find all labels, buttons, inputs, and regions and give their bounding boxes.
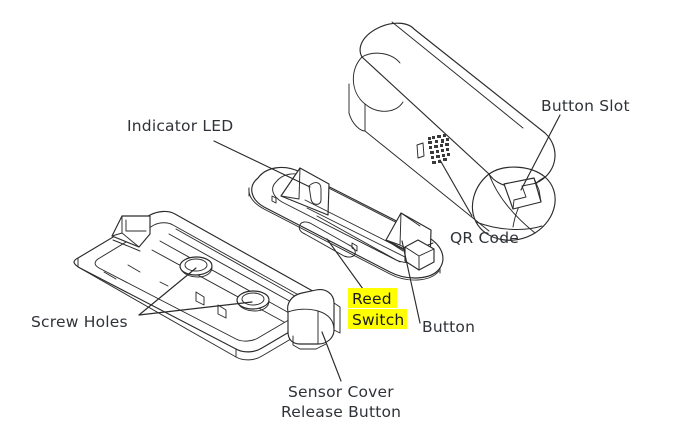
label-reed-switch-line2: Switch bbox=[352, 311, 404, 329]
leader-qr-code bbox=[439, 159, 473, 217]
qr-code-mark bbox=[428, 134, 450, 164]
reed-switch-element bbox=[298, 221, 356, 258]
leader-lines bbox=[138, 114, 561, 382]
cover-vent-mark bbox=[416, 142, 425, 159]
screw-hole-lower bbox=[236, 290, 270, 312]
label-sensor-cover-release-line1: Sensor Cover bbox=[288, 383, 394, 401]
leader-button bbox=[401, 240, 421, 324]
label-indicator-led: Indicator LED bbox=[127, 117, 233, 135]
screw-hole-upper bbox=[179, 256, 213, 278]
leader-indicator-led bbox=[213, 140, 311, 188]
leader-button-slot bbox=[520, 114, 561, 191]
leader-sensor-cover-release bbox=[321, 331, 342, 382]
base-plate-clip bbox=[111, 215, 151, 252]
label-reed-switch-line1: Reed bbox=[352, 290, 392, 308]
button-slot-opening bbox=[503, 177, 542, 210]
reed-switch-highlight-line2 bbox=[348, 309, 407, 329]
label-qr-code: QR Code bbox=[450, 229, 519, 247]
label-sensor-cover-release-line2: Release Button bbox=[281, 403, 401, 421]
part-top-cover bbox=[348, 21, 556, 241]
leader-screw-holes-b bbox=[138, 301, 253, 316]
labels: Indicator LED Button Slot QR Code Button… bbox=[31, 97, 630, 421]
label-button-slot: Button Slot bbox=[541, 97, 630, 115]
leader-reed-switch bbox=[326, 238, 364, 290]
part-base-plate bbox=[73, 210, 341, 361]
sensor-cover-release-button[interactable] bbox=[287, 289, 341, 350]
label-screw-holes: Screw Holes bbox=[31, 313, 128, 331]
reed-switch-highlight-line1 bbox=[348, 288, 397, 308]
part-inner-tray bbox=[248, 166, 444, 281]
leader-screw-holes-a bbox=[138, 267, 197, 316]
label-button: Button bbox=[422, 318, 475, 336]
button-element bbox=[404, 239, 435, 271]
